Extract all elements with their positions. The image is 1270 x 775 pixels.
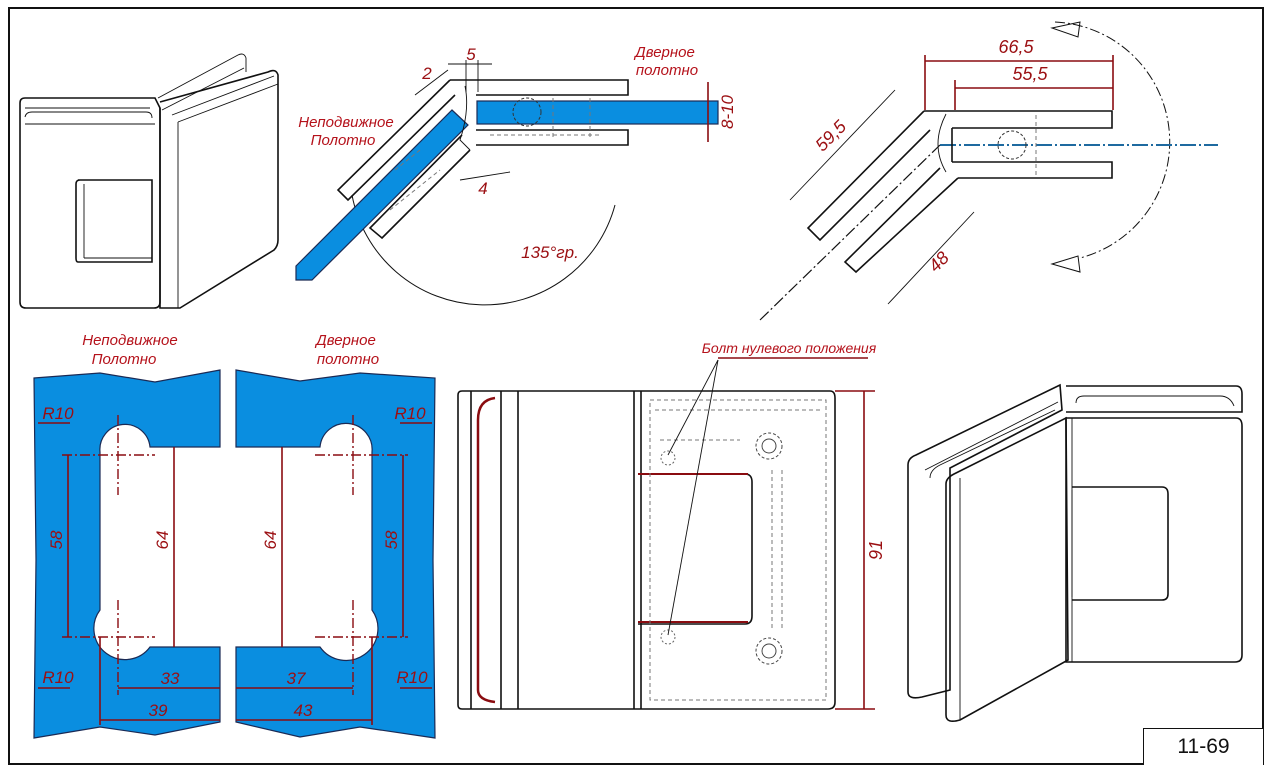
door-dim-58: 58 <box>382 530 401 549</box>
drawing-code: 11-69 <box>1143 728 1263 765</box>
dim-glass-thickness: 8-10 <box>718 94 737 129</box>
label-door-panel-line1: Дверное <box>633 44 695 61</box>
dim-diagonal-long: 59,5 <box>811 116 851 156</box>
fixed-radius-bottom: R10 <box>42 668 74 687</box>
label-door-panel-line2: полотно <box>636 62 698 79</box>
top-view-135-degrees <box>295 60 719 306</box>
fixed-glass <box>295 109 469 281</box>
dim-offset: 2 <box>421 64 432 83</box>
fixed-dim-39: 39 <box>149 701 168 720</box>
hinge-isometric-view-right <box>907 383 1243 722</box>
door-radius-bottom: R10 <box>396 668 428 687</box>
dim-gap-top: 5 <box>466 45 476 64</box>
dim-diagonal-short: 48 <box>925 248 953 276</box>
dim-height: 91 <box>866 540 886 560</box>
cutout-door-panel <box>235 369 436 739</box>
door-dim-37: 37 <box>287 669 306 688</box>
fixed-dim-64: 64 <box>153 531 172 550</box>
cutout-label-door-line2: полотно <box>317 351 379 368</box>
hinge-isometric-view-left <box>19 53 279 309</box>
door-dim-43: 43 <box>294 701 313 720</box>
dim-overall-width: 66,5 <box>998 37 1034 57</box>
door-glass <box>476 100 719 125</box>
door-radius-top: R10 <box>394 404 426 423</box>
door-dim-64: 64 <box>261 531 280 550</box>
label-fixed-panel-line2: Полотно <box>311 132 376 149</box>
cutout-label-door-line1: Дверное <box>314 332 376 349</box>
bolt-label: Болт нулевого положения <box>702 340 877 356</box>
front-view <box>457 357 875 710</box>
cutout-fixed-panel <box>33 369 221 739</box>
dim-leaf-width: 55,5 <box>1012 64 1048 84</box>
cutout-label-fixed-line2: Полотно <box>92 351 157 368</box>
angle-label: 135°гр. <box>521 243 579 262</box>
fixed-radius-top: R10 <box>42 404 74 423</box>
dim-gap-bottom: 4 <box>478 179 487 198</box>
top-view-dimensions <box>759 21 1218 321</box>
cutout-label-fixed-line1: Неподвижное <box>82 332 178 349</box>
fixed-dim-33: 33 <box>161 669 180 688</box>
fixed-dim-58: 58 <box>47 530 66 549</box>
drawing-frame <box>8 7 1264 765</box>
label-fixed-panel-line1: Неподвижное <box>298 114 394 131</box>
